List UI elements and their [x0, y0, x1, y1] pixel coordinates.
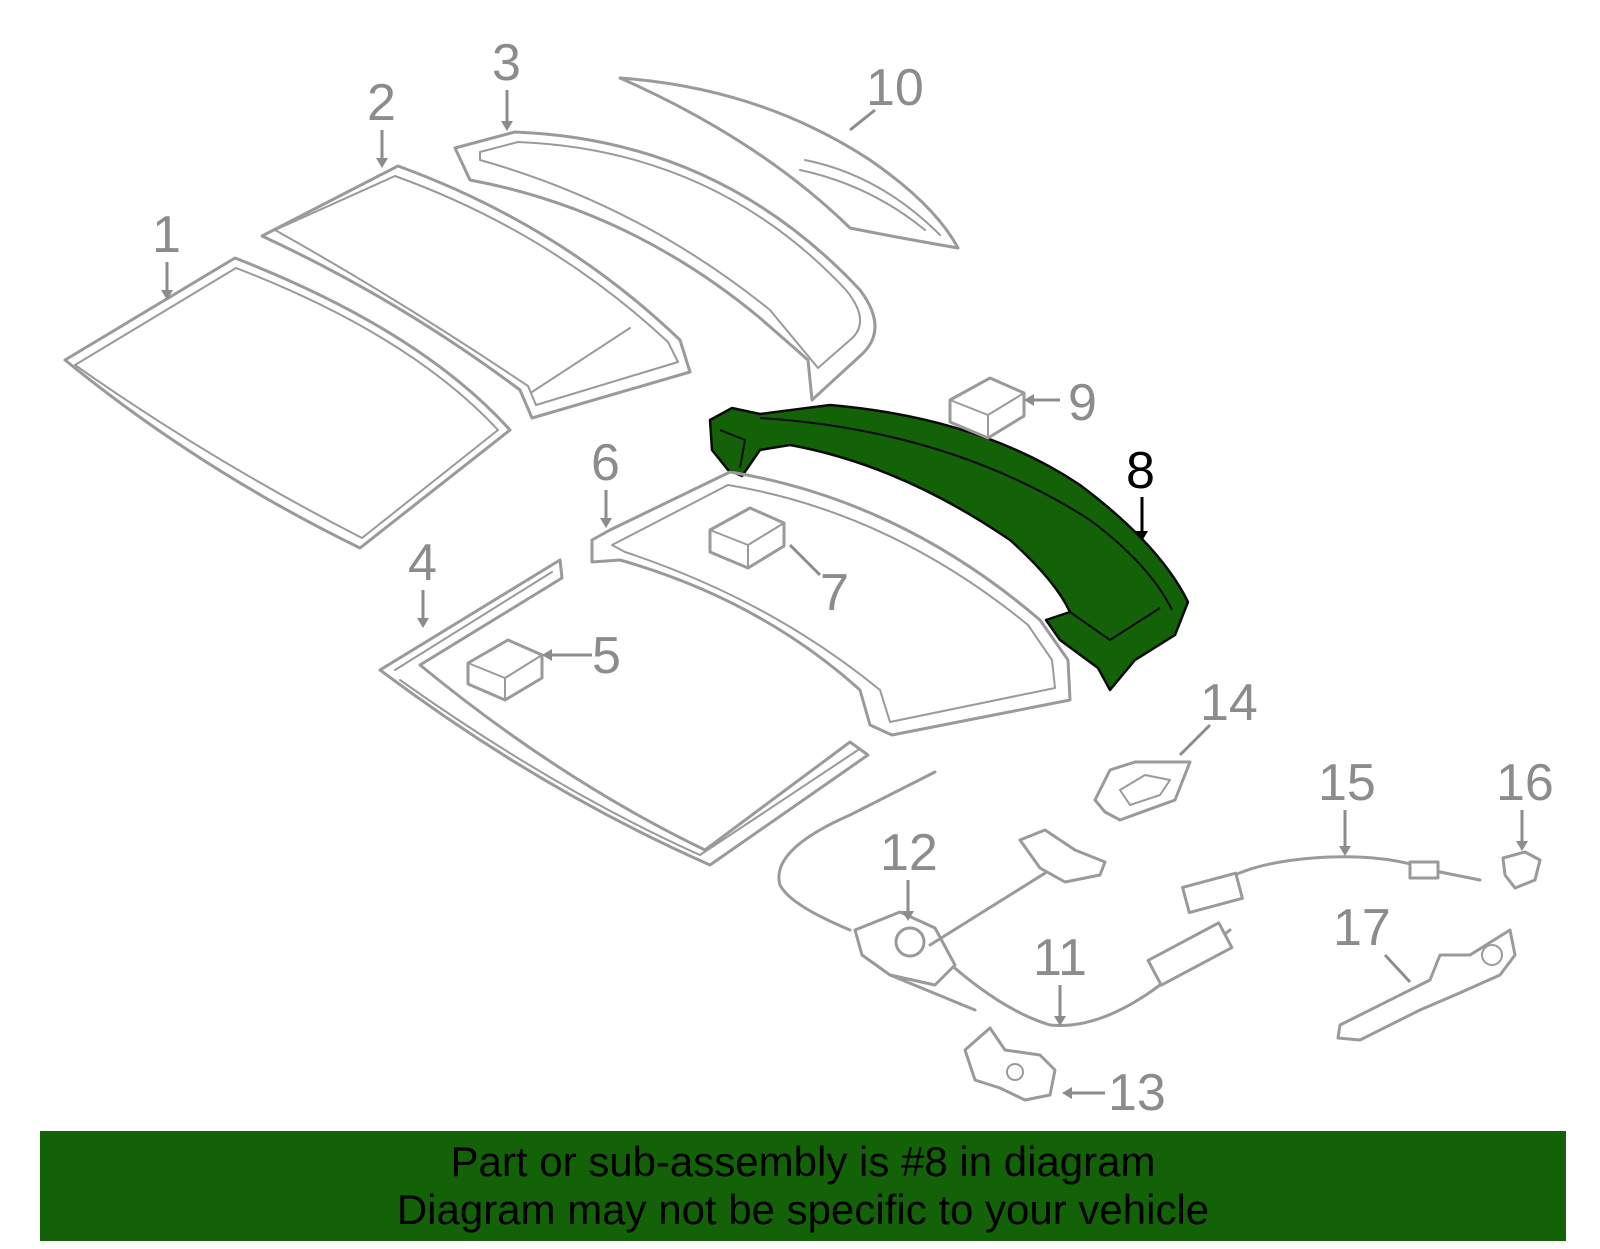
notice-banner: Part or sub-assembly is #8 in diagram Di…: [40, 1131, 1566, 1241]
part-6-inner-frame[interactable]: [590, 470, 1072, 737]
part-4-lower-frame[interactable]: [378, 558, 870, 867]
callout-17[interactable]: 17: [1333, 899, 1391, 957]
part-17-hinge-bracket[interactable]: [1336, 928, 1517, 1042]
callout-4[interactable]: 4: [408, 534, 437, 592]
part-15-cable[interactable]: [1181, 855, 1482, 915]
part-5-pad[interactable]: [466, 638, 544, 702]
callout-13[interactable]: 13: [1108, 1064, 1166, 1122]
part-7-pad[interactable]: [708, 506, 786, 570]
banner-line-1: Part or sub-assembly is #8 in diagram: [450, 1138, 1156, 1185]
callout-9[interactable]: 9: [1068, 374, 1097, 432]
callout-14[interactable]: 14: [1200, 674, 1258, 732]
part-3-rear-roof-section[interactable]: [453, 130, 877, 402]
part-14-cover-plate[interactable]: [1093, 760, 1192, 822]
callout-5[interactable]: 5: [592, 627, 621, 685]
part-10-rear-window[interactable]: [618, 76, 960, 250]
callout-6[interactable]: 6: [591, 434, 620, 492]
part-13-bracket[interactable]: [963, 1026, 1057, 1102]
callout-15[interactable]: 15: [1318, 754, 1376, 812]
callout-7[interactable]: 7: [820, 564, 849, 622]
callout-10[interactable]: 10: [866, 59, 924, 117]
part-9-pad[interactable]: [948, 376, 1026, 440]
part-16-clip[interactable]: [1501, 850, 1542, 890]
callout-2[interactable]: 2: [367, 74, 396, 132]
callout-11[interactable]: 11: [1033, 929, 1087, 987]
callout-1[interactable]: 1: [152, 206, 181, 264]
part-12-mechanism[interactable]: [853, 828, 1107, 1012]
callout-8[interactable]: 8: [1126, 442, 1155, 500]
part-1-roof-panel[interactable]: [63, 256, 512, 550]
banner-line-2: Diagram may not be specific to your vehi…: [396, 1186, 1210, 1233]
callout-3[interactable]: 3: [492, 34, 521, 92]
callout-labels: 1 2 3 4 5 6 7 8 9 10 11 12 13 14 15 16 1…: [152, 34, 1554, 1122]
callout-12[interactable]: 12: [880, 824, 938, 882]
part-11-cable[interactable]: [777, 770, 1234, 1027]
part-2-roof-panel-rail[interactable]: [260, 164, 692, 420]
leader-lines: [161, 90, 1528, 1099]
callout-16[interactable]: 16: [1496, 754, 1554, 812]
